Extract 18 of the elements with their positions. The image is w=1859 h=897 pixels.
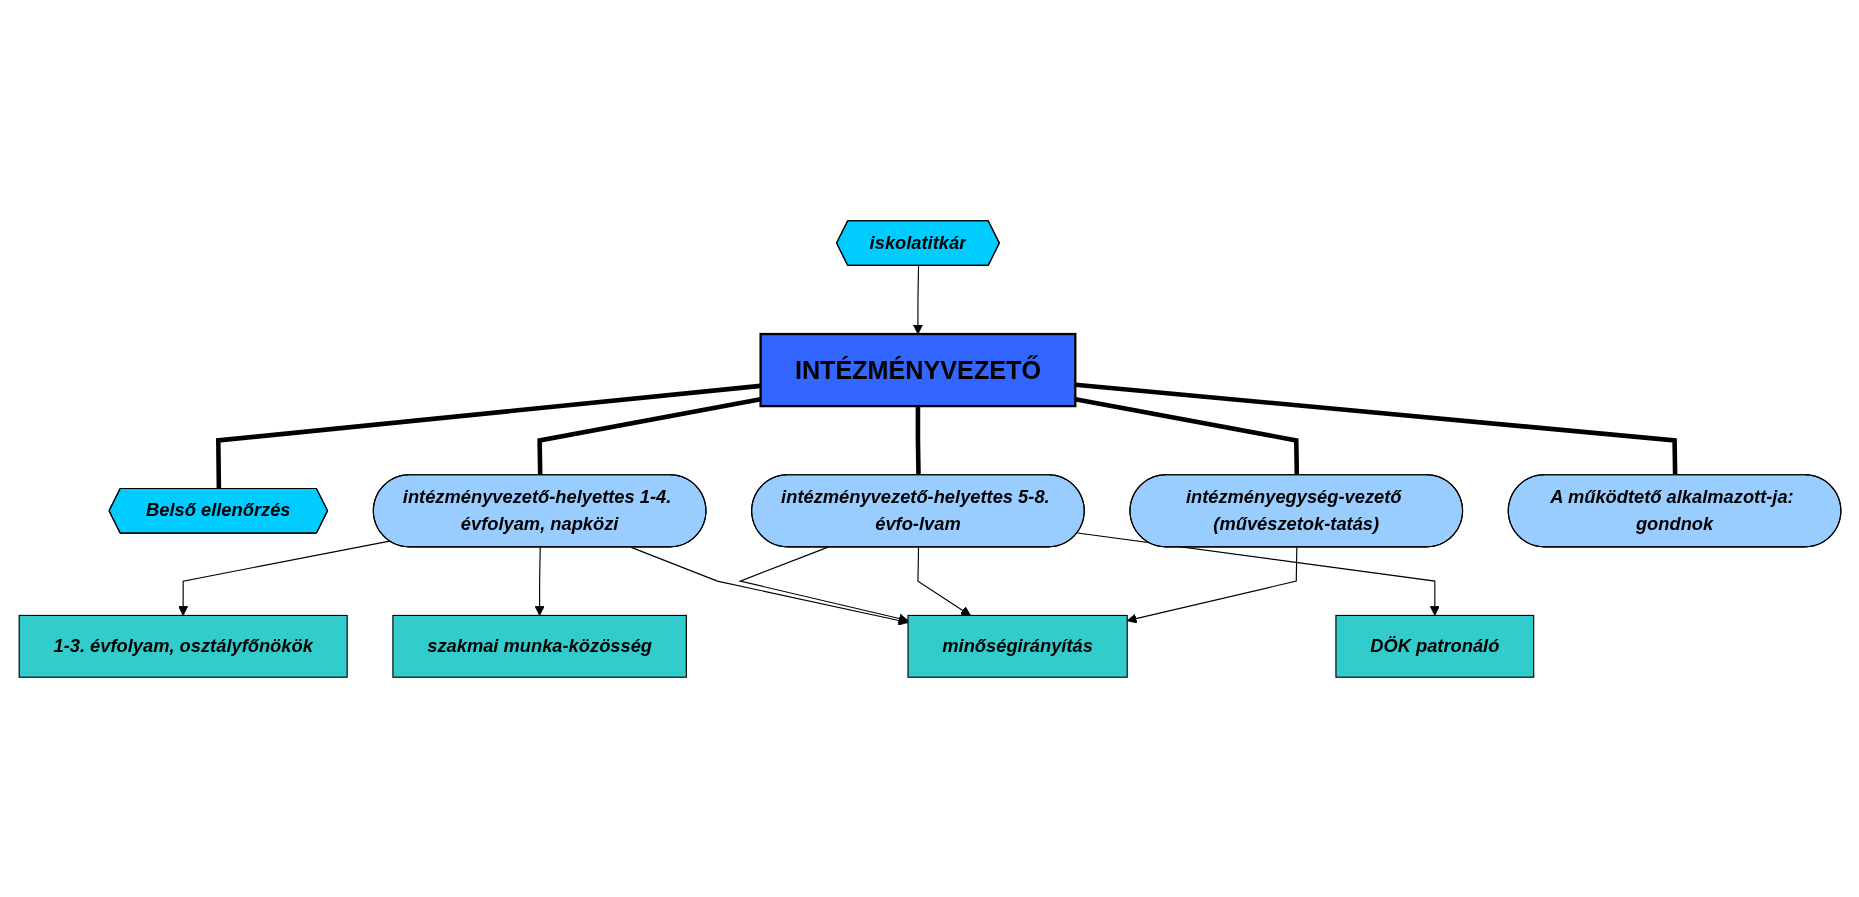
connector [1074, 381, 1677, 475]
node-box: minőségirányítás [906, 614, 1128, 678]
connector [536, 396, 761, 475]
arrow [177, 540, 390, 616]
node-box: DÖK patronáló [1334, 614, 1534, 678]
arrow [1076, 531, 1440, 616]
arrow [630, 546, 908, 625]
arrow [534, 546, 545, 616]
connector [915, 405, 921, 475]
arrow [916, 546, 971, 616]
node-box: INTÉZMÉNYVEZETŐ [758, 332, 1076, 407]
connector [215, 383, 761, 489]
arrow [737, 546, 908, 623]
arrow [912, 264, 923, 334]
node-box: szakmai munka-közösség [391, 614, 687, 678]
connector [1074, 396, 1299, 475]
arrow [1126, 546, 1297, 623]
node-box: 1-3. évfolyam, osztályfőnökök [18, 614, 348, 678]
